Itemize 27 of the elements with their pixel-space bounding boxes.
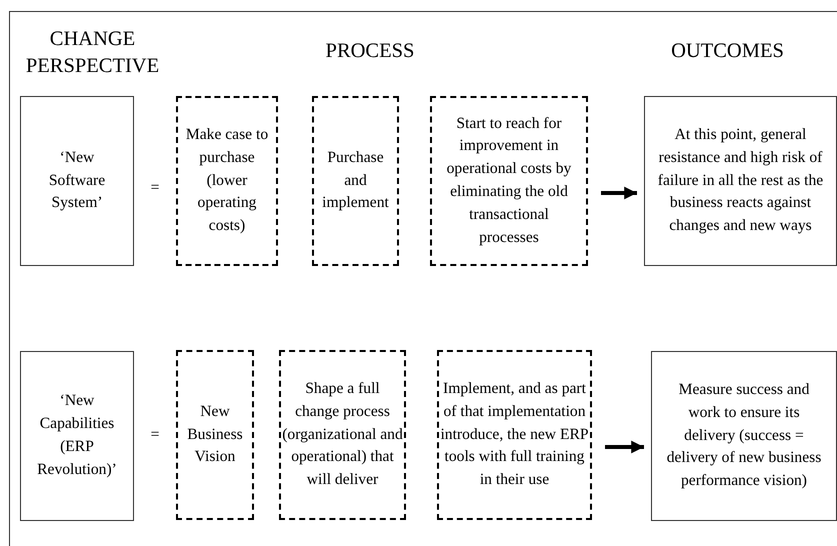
column-heading: CHANGE PERSPECTIVE bbox=[24, 27, 160, 79]
perspective-box bbox=[20, 96, 134, 266]
box-text: Purchase and implement bbox=[321, 148, 390, 214]
process-box bbox=[279, 350, 406, 520]
equals-sign: = bbox=[150, 178, 160, 198]
box-text: Shape a full change process (organizational and operational) that will deliver bbox=[282, 379, 403, 490]
column-heading: OUTCOMES bbox=[670, 39, 785, 64]
column-heading: PROCESS bbox=[324, 39, 416, 64]
box-text: Measure success and work to ensure its delivery (success = delivery of new business performance vision) bbox=[666, 380, 822, 492]
process-box bbox=[176, 350, 254, 520]
box-text: Make case to purchase (lower operating costs) bbox=[184, 125, 270, 236]
box-text: Start to reach for improvement in operational costs by eliminating the old transactional processes bbox=[446, 114, 572, 248]
arrow bbox=[601, 186, 637, 200]
process-box bbox=[312, 96, 399, 266]
box-text: Implement, and as part of that implementation introduce, the new ERP tools with full training in their use bbox=[440, 379, 589, 490]
box-text: At this point, general resistance and high risk of failure in all the rest as the business reacts against changes and new ways bbox=[656, 125, 824, 236]
box-text: ‘New Capabilities (ERP Revolution)’ bbox=[36, 391, 118, 480]
perspective-box bbox=[651, 351, 837, 521]
process-box bbox=[437, 350, 592, 520]
equals-sign: = bbox=[150, 425, 160, 445]
box-text: ‘New Software System’ bbox=[48, 148, 106, 214]
box-text: New Business Vision bbox=[186, 402, 244, 468]
arrow bbox=[605, 440, 644, 454]
process-box bbox=[430, 96, 588, 266]
process-box bbox=[176, 96, 278, 266]
perspective-box bbox=[644, 96, 837, 266]
perspective-box bbox=[20, 351, 134, 521]
